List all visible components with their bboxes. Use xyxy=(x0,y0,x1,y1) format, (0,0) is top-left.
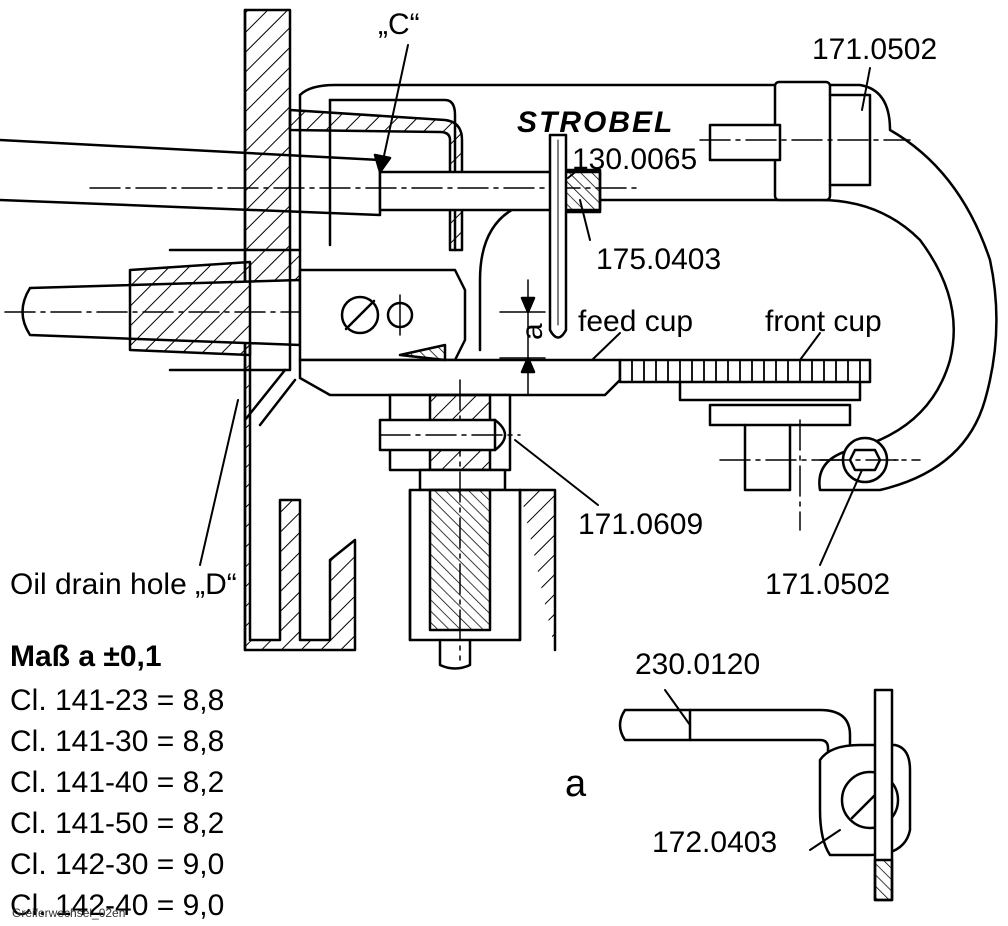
leader-175-0403 xyxy=(579,199,591,241)
leader-171-0502-bottom xyxy=(819,469,863,566)
label-feed-cup: feed cup xyxy=(578,305,694,338)
spec-item: Cl. 141-40 = 8,2 xyxy=(10,766,225,799)
leader-feed-cup xyxy=(591,332,621,361)
spec-item: Cl. 142-30 = 9,0 xyxy=(10,848,225,881)
brand-logo: STROBEL xyxy=(517,106,675,139)
label-dim-a: a xyxy=(516,323,549,340)
spec-item: Cl. 141-23 = 8,8 xyxy=(10,684,225,717)
label-172-0403: 172.0403 xyxy=(652,826,778,859)
spec-list: Cl. 141-23 = 8,8 Cl. 141-30 = 8,8 Cl. 14… xyxy=(10,680,224,926)
label-c: „C“ xyxy=(378,8,420,41)
housing-wall xyxy=(243,8,357,652)
front-cup-ring xyxy=(618,358,872,384)
label-130-0065: 130.0065 xyxy=(572,143,698,176)
label-oil-drain: Oil drain hole „D“ xyxy=(10,568,237,601)
leader-130-0065 xyxy=(567,167,581,179)
leader-front-cup xyxy=(799,332,821,361)
label-detail-a: a xyxy=(565,763,587,805)
leader-c xyxy=(381,44,409,166)
spindle-hatched xyxy=(428,488,492,632)
label-171-0502-top: 171.0502 xyxy=(812,33,938,66)
label-230-0120: 230.0120 xyxy=(635,648,761,681)
footer-filename: Greiferwechsel_02en xyxy=(12,906,126,920)
spec-item: Cl. 142-40 = 9,0 xyxy=(10,889,225,922)
bracket-hatched xyxy=(288,108,464,252)
label-171-0609: 171.0609 xyxy=(578,508,704,541)
label-171-0502-bottom: 171.0502 xyxy=(765,568,891,601)
leader-171-0609 xyxy=(514,439,599,506)
spec-item: Cl. 141-30 = 8,8 xyxy=(10,725,225,758)
detail-rod xyxy=(618,708,852,792)
front-cup-teeth xyxy=(631,359,861,383)
screw-block-top xyxy=(773,80,832,202)
shaft-c xyxy=(0,138,382,217)
label-175-0403: 175.0403 xyxy=(596,243,722,276)
leader-171-0502-top xyxy=(861,67,871,111)
leader-oil-drain xyxy=(199,399,239,566)
spec-title: Maß a ±0,1 xyxy=(10,640,162,673)
spec-item: Cl. 141-50 = 8,2 xyxy=(10,807,225,840)
front-cup-hub xyxy=(708,403,852,427)
label-front-cup: front cup xyxy=(765,305,882,338)
